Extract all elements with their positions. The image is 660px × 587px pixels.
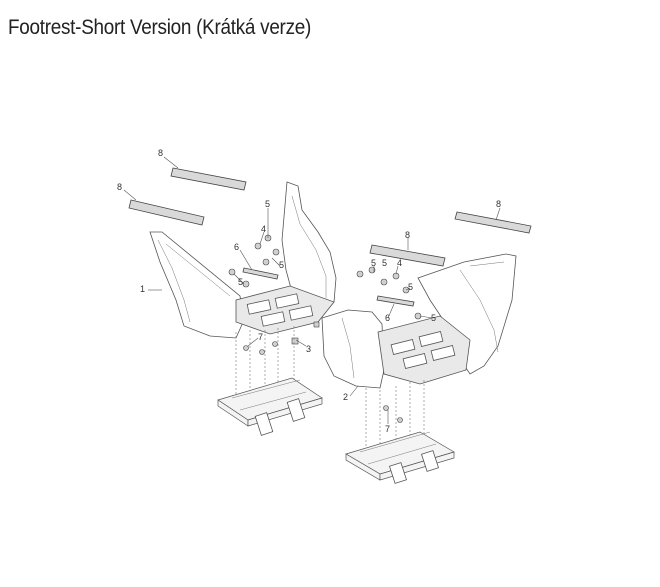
bar-middle — [369, 244, 446, 267]
callout-1: 1 — [140, 284, 145, 294]
callout-5-left-mid: 5 — [279, 260, 284, 270]
callout-5-left-low: 5 — [238, 277, 243, 287]
callout-3: 3 — [306, 344, 311, 354]
callout-4-right: 4 — [397, 258, 402, 268]
callout-labels: 8 8 8 8 5 4 6 5 5 1 7 3 5 4 5 5 6 5 2 7 — [117, 148, 501, 434]
page-title: Footrest-Short Version (Krátká verze) — [8, 16, 312, 39]
leader-lines — [123, 156, 501, 424]
callout-8-lower-left: 8 — [117, 182, 122, 192]
bar-lower-left — [128, 199, 205, 226]
callout-5-right-b: 5 — [408, 282, 413, 292]
callout-5-left-top: 5 — [265, 199, 270, 209]
left-footrest — [149, 181, 337, 436]
callout-5-right-d: 5 — [382, 258, 387, 268]
callout-6-right: 6 — [385, 313, 390, 323]
callout-7-right: 7 — [385, 424, 390, 434]
callout-2: 2 — [343, 392, 348, 402]
callout-5-right-a: 5 — [371, 258, 376, 268]
callout-7-left: 7 — [258, 332, 263, 342]
callout-8-middle: 8 — [405, 230, 410, 240]
callout-8-right: 8 — [496, 199, 501, 209]
callout-8-upper-left: 8 — [158, 148, 163, 158]
callout-5-right-c: 5 — [431, 313, 436, 323]
bar-right — [454, 211, 532, 234]
callout-6-left: 6 — [234, 242, 239, 252]
right-footrest — [321, 253, 517, 484]
callout-4-left: 4 — [261, 224, 266, 234]
footrest-bars — [128, 167, 532, 267]
bar-upper-left — [170, 167, 247, 191]
